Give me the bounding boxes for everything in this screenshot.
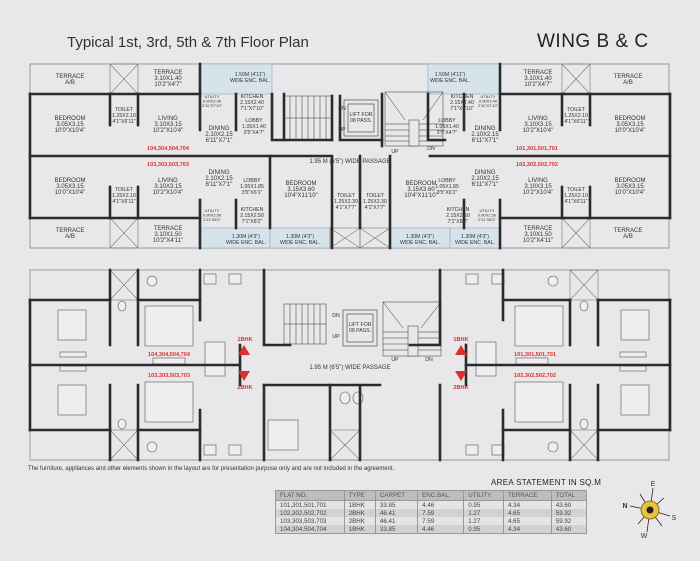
arrow-down-icon	[455, 371, 467, 381]
svg-text:1.30M (4'3")WIDE ENC. BAL.: 1.30M (4'3")WIDE ENC. BAL.	[400, 234, 440, 246]
disclaimer-text: The furniture, appliances and other elem…	[28, 466, 395, 472]
column-header: FLAT NO.	[275, 490, 345, 501]
flat-number-label: 101,301,501,701	[516, 146, 558, 152]
table-header-row: FLAT NO. TYPE CARPET ENC.BAL. UTILITY TE…	[275, 490, 588, 501]
column-header: CARPET	[374, 490, 419, 501]
column-header: TERRACE	[502, 490, 552, 501]
arrow-up-icon	[238, 345, 250, 355]
svg-text:DN: DN	[338, 106, 346, 112]
svg-text:E: E	[651, 481, 656, 488]
column-header: ENC.BAL.	[417, 490, 465, 501]
svg-text:DN: DN	[427, 146, 435, 152]
1bhk-marker: 1BHK	[453, 337, 468, 343]
wing-label: WING B & C	[537, 31, 649, 52]
svg-text:DN: DN	[425, 357, 433, 363]
svg-text:1.30M (4'3")WIDE ENC. BAL.: 1.30M (4'3")WIDE ENC. BAL.	[455, 234, 495, 246]
column-header: TOTAL	[550, 490, 588, 501]
svg-text:1.50M (4'11")WIDE ENC. BAL.: 1.50M (4'11")WIDE ENC. BAL.	[230, 72, 270, 84]
column-header: UTILITY	[463, 490, 504, 501]
svg-text:1.30M (4'3")WIDE ENC. BAL.: 1.30M (4'3")WIDE ENC. BAL.	[280, 234, 320, 246]
2bhk-marker: 2BHK	[453, 385, 468, 391]
column-header: TYPE	[343, 490, 376, 501]
svg-text:UP: UP	[338, 127, 346, 133]
flat-number-label: 102,302,502,702	[516, 162, 558, 168]
flat-number-label: 103,303,503,703	[147, 162, 189, 168]
svg-text:UP: UP	[391, 149, 399, 155]
1bhk-marker: 1BHK	[237, 337, 252, 343]
flat-number-label: 101,301,501,701	[514, 352, 556, 358]
svg-text:1.30M (4'3")WIDE ENC. BAL.: 1.30M (4'3")WIDE ENC. BAL.	[226, 234, 266, 246]
flat-number-label: 104,304,504,704	[148, 352, 191, 358]
area-statement-table: FLAT NO. TYPE CARPET ENC.BAL. UTILITY TE…	[275, 490, 588, 534]
flat-number-label: 104,304,504,704	[147, 146, 190, 152]
passage-label: 1.95 M (6'5") WIDE PASSAGE	[309, 159, 390, 165]
arrow-down-icon	[238, 371, 250, 381]
2bhk-marker: 2BHK	[237, 385, 252, 391]
svg-text:N: N	[622, 503, 627, 510]
svg-text:UP: UP	[332, 334, 340, 340]
svg-text:DN: DN	[332, 313, 340, 319]
flat-number-label: 103,303,503,703	[148, 373, 190, 379]
passage-label: 1.95 M (6'5") WIDE PASSAGE	[309, 365, 390, 371]
compass-icon: E S W N	[622, 481, 677, 540]
area-statement-title: AREA STATEMENT IN SQ.M	[491, 478, 602, 487]
arrow-up-icon	[455, 345, 467, 355]
svg-text:UP: UP	[391, 357, 399, 363]
svg-text:1.50M (4'11")WIDE ENC. BAL.: 1.50M (4'11")WIDE ENC. BAL.	[430, 72, 470, 84]
flat-number-label: 102,302,502,702	[514, 373, 556, 379]
page-title: Typical 1st, 3rd, 5th & 7th Floor Plan	[67, 34, 309, 51]
svg-text:W: W	[641, 533, 648, 540]
svg-text:S: S	[672, 515, 677, 522]
